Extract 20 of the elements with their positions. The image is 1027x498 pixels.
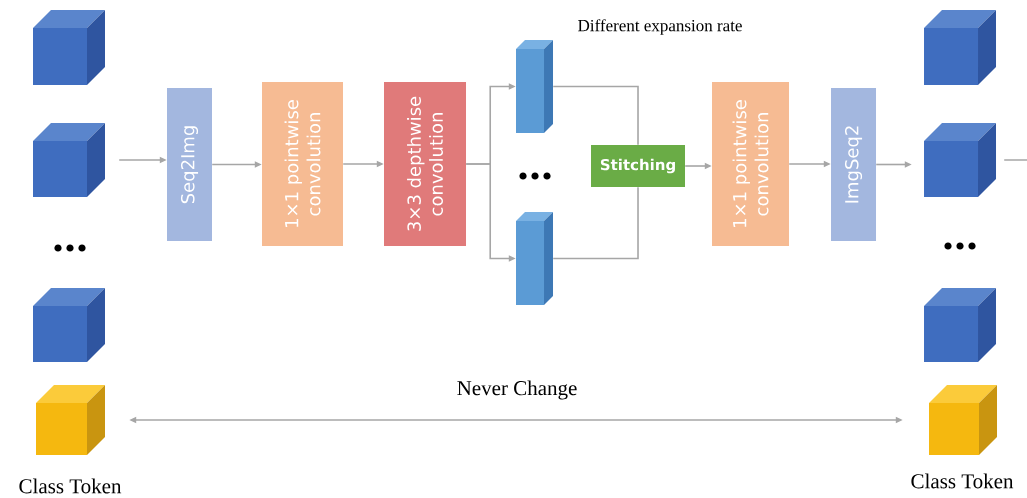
- process-box: 3×3 depthwise convolution: [384, 82, 466, 246]
- process-box: Seq2Img: [167, 88, 212, 241]
- cube-drawing: [924, 10, 996, 85]
- cube-drawing: [33, 288, 105, 362]
- cube-drawing: [924, 288, 996, 362]
- caption-text: Different expansion rate: [578, 19, 742, 35]
- cube-drawing: [33, 10, 105, 85]
- stitching-box: Stitching: [591, 145, 685, 187]
- process-box: 1×1 pointwise convolution: [262, 82, 343, 246]
- caption-text: Class Token: [911, 473, 1014, 489]
- caption-text: Class Token: [19, 478, 122, 494]
- process-box: 1×1 pointwise convolution: [712, 82, 789, 246]
- cube-drawing: [924, 123, 996, 197]
- block-drawing: [516, 40, 553, 133]
- edge-label: Never Change: [457, 380, 577, 400]
- cube-drawing: [33, 123, 105, 197]
- cube-drawing: [36, 385, 105, 455]
- block-drawing: [516, 212, 553, 305]
- cube-drawing: [929, 385, 997, 455]
- process-box: ImgSeq2: [831, 88, 876, 241]
